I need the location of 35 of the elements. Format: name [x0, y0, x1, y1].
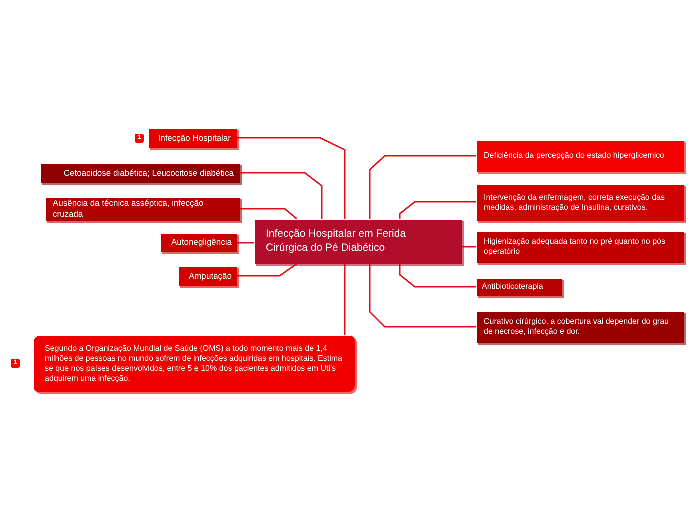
- connector-line: [399, 264, 476, 288]
- topic-box: [160, 233, 237, 252]
- topic-box: [45, 197, 240, 221]
- topic-box: [476, 184, 684, 221]
- connector-line: [237, 137, 346, 219]
- topic-text: Infecção Hospitalar: [158, 132, 231, 144]
- connector-line: [399, 201, 476, 219]
- topic-text: Autonegligência: [172, 237, 232, 248]
- connector-line: [369, 155, 476, 219]
- central-topic-box: [254, 219, 462, 264]
- topic-text: Curativo cirúrgico, a cobertura vai depender do grau de necrose, infecção e dor.: [484, 317, 670, 337]
- topic-text: Deficiência da percepção do estado hiperglicemico: [484, 151, 665, 161]
- topic-text: Infecção Hospitalar em Ferida Cirúrgica do Pé Diabético: [266, 228, 408, 255]
- topic-text: Amputação: [189, 270, 232, 282]
- topic-text: Antibioticoterapia: [482, 282, 544, 292]
- topic-text: Intervenção da enfermagem, correta execução das medidas, administração de Insulina, curativos.: [484, 192, 666, 212]
- topic-box: [476, 311, 684, 343]
- connector-line: [240, 172, 323, 219]
- topic-box: [476, 140, 684, 172]
- note-box: [33, 335, 355, 392]
- connector-line: [237, 263, 298, 277]
- connector-line: [369, 264, 476, 328]
- connector-line: [237, 242, 254, 244]
- topic-text: Higienização adequada tanto no pré quanto no pós operatório: [484, 237, 666, 257]
- topic-text: Cetoacidose diabética; Leucocitose diabética: [64, 168, 234, 178]
- topic-box: [40, 163, 240, 183]
- topic-box: [476, 278, 562, 296]
- connector-line: [344, 264, 346, 335]
- topic-box: [476, 231, 684, 263]
- topic-text: Ausência da técnica asséptica, infecção cruzada: [53, 198, 205, 220]
- connector-line: [240, 208, 298, 220]
- topic-box: [148, 128, 237, 148]
- topic-text: Segundo a Organização Mundial de Saúde (OMS) a todo momento mais de 1,4 milhões de pessoas no mundo sofrem de infecções adquiridas em hospitais. Estima se que nos países desenvolvidos, entre 5 e 10% dos pacientes admitidos em Uti's adquirem uma infecção.: [45, 344, 343, 384]
- topic-box: [178, 266, 237, 286]
- connector-line: [462, 246, 476, 248]
